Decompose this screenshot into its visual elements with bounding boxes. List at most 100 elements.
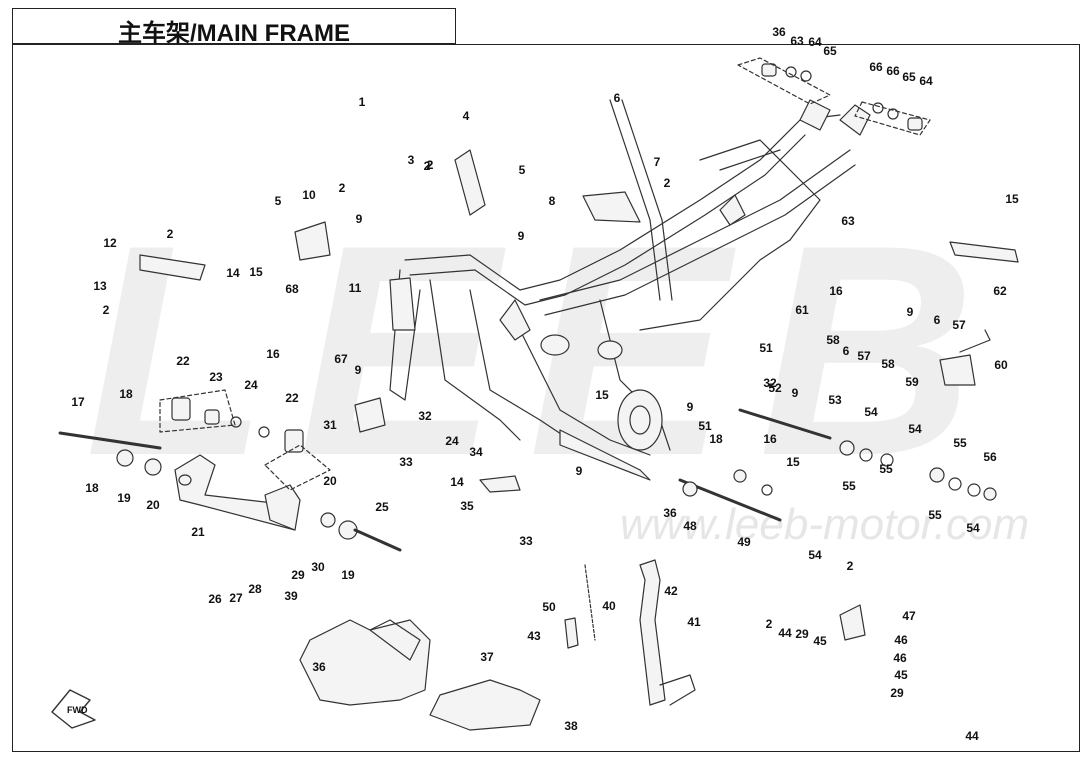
callout-9: 9 [792, 386, 799, 400]
callout-29: 29 [291, 568, 305, 582]
callout-55: 55 [879, 462, 893, 476]
main-frame [389, 99, 871, 481]
callout-25: 25 [375, 500, 389, 514]
callout-1: 1 [359, 95, 366, 109]
callout-17: 17 [71, 395, 85, 409]
callout-2: 2 [766, 617, 773, 631]
callout-8: 8 [549, 194, 556, 208]
callout-67: 67 [334, 352, 348, 366]
callout-10: 10 [302, 188, 316, 202]
callout-63: 63 [841, 214, 855, 228]
callout-54: 54 [864, 405, 878, 419]
callout-37: 37 [480, 650, 494, 664]
callout-59: 59 [905, 375, 919, 389]
callout-7: 7 [654, 155, 661, 169]
callout-16: 16 [763, 432, 777, 446]
callout-15: 15 [1005, 192, 1019, 206]
callout-68: 68 [285, 282, 299, 296]
bracket-60-61 [939, 241, 1019, 386]
callout-2: 2 [664, 176, 671, 190]
callout-4: 4 [463, 109, 470, 123]
callout-50: 50 [542, 600, 556, 614]
callout-48: 48 [683, 519, 697, 533]
shock-bushings-22 [58, 389, 402, 552]
callout-64: 64 [808, 35, 822, 49]
callout-18: 18 [119, 387, 133, 401]
callout-65: 65 [902, 70, 916, 84]
callout-19: 19 [341, 568, 355, 582]
callout-61: 61 [795, 303, 809, 317]
callout-13: 13 [93, 279, 107, 293]
callout-19: 19 [117, 491, 131, 505]
callout-14: 14 [226, 266, 240, 280]
callout-22: 22 [285, 391, 299, 405]
lower-plate-38 [429, 679, 541, 731]
callout-12: 12 [103, 236, 117, 250]
callout-44: 44 [778, 626, 792, 640]
callout-22: 22 [176, 354, 190, 368]
callout-2: 2 [339, 181, 346, 195]
callout-29: 29 [795, 627, 809, 641]
callout-56: 56 [983, 450, 997, 464]
callout-16: 16 [829, 284, 843, 298]
swing-arm-bracket [174, 454, 301, 531]
callout-62: 62 [993, 284, 1007, 298]
callout-43: 43 [527, 629, 541, 643]
callout-46: 46 [894, 633, 908, 647]
callout-33: 33 [519, 534, 533, 548]
callout-51: 51 [759, 341, 773, 355]
callout-40: 40 [602, 599, 616, 613]
callout-9: 9 [356, 212, 363, 226]
callout-45: 45 [813, 634, 827, 648]
callout-66: 66 [886, 64, 900, 78]
callout-32: 32 [763, 376, 777, 390]
callout-54: 54 [908, 422, 922, 436]
callout-58: 58 [881, 357, 895, 371]
callout-20: 20 [323, 474, 337, 488]
callout-35: 35 [460, 499, 474, 513]
callout-15: 15 [786, 455, 800, 469]
callout-49: 49 [737, 535, 751, 549]
callout-58: 58 [826, 333, 840, 347]
callout-42: 42 [664, 584, 678, 598]
callout-63: 63 [790, 34, 804, 48]
callout-27: 27 [229, 591, 243, 605]
callout-29: 29 [890, 686, 904, 700]
callout-14: 14 [450, 475, 464, 489]
callout-3: 3 [408, 153, 415, 167]
callout-31: 31 [323, 418, 337, 432]
callout-16: 16 [266, 347, 280, 361]
callout-28: 28 [248, 582, 262, 596]
callout-38: 38 [564, 719, 578, 733]
callout-64: 64 [919, 74, 933, 88]
title-box: 主车架/MAIN FRAME [12, 8, 456, 47]
callout-55: 55 [842, 479, 856, 493]
callout-34: 34 [469, 445, 483, 459]
callout-2: 2 [427, 158, 434, 172]
callout-6: 6 [614, 91, 621, 105]
callout-53: 53 [828, 393, 842, 407]
callout-54: 54 [966, 521, 980, 535]
callout-57: 57 [857, 349, 871, 363]
callout-65: 65 [823, 44, 837, 58]
callout-15: 15 [249, 265, 263, 279]
callout-6: 6 [934, 313, 941, 327]
callout-30: 30 [311, 560, 325, 574]
callout-51: 51 [698, 419, 712, 433]
callout-57: 57 [952, 318, 966, 332]
callout-47: 47 [902, 609, 916, 623]
callout-26: 26 [208, 592, 222, 606]
callout-2: 2 [847, 559, 854, 573]
callout-2: 2 [103, 303, 110, 317]
callout-15: 15 [595, 388, 609, 402]
fwd-label: FWD [67, 705, 88, 715]
callout-2: 2 [167, 227, 174, 241]
small-brackets-left [139, 149, 866, 649]
callout-36: 36 [663, 506, 677, 520]
callout-9: 9 [907, 305, 914, 319]
rear-axle [678, 408, 997, 522]
bushing-group-63-66 [737, 57, 931, 136]
callout-45: 45 [894, 668, 908, 682]
